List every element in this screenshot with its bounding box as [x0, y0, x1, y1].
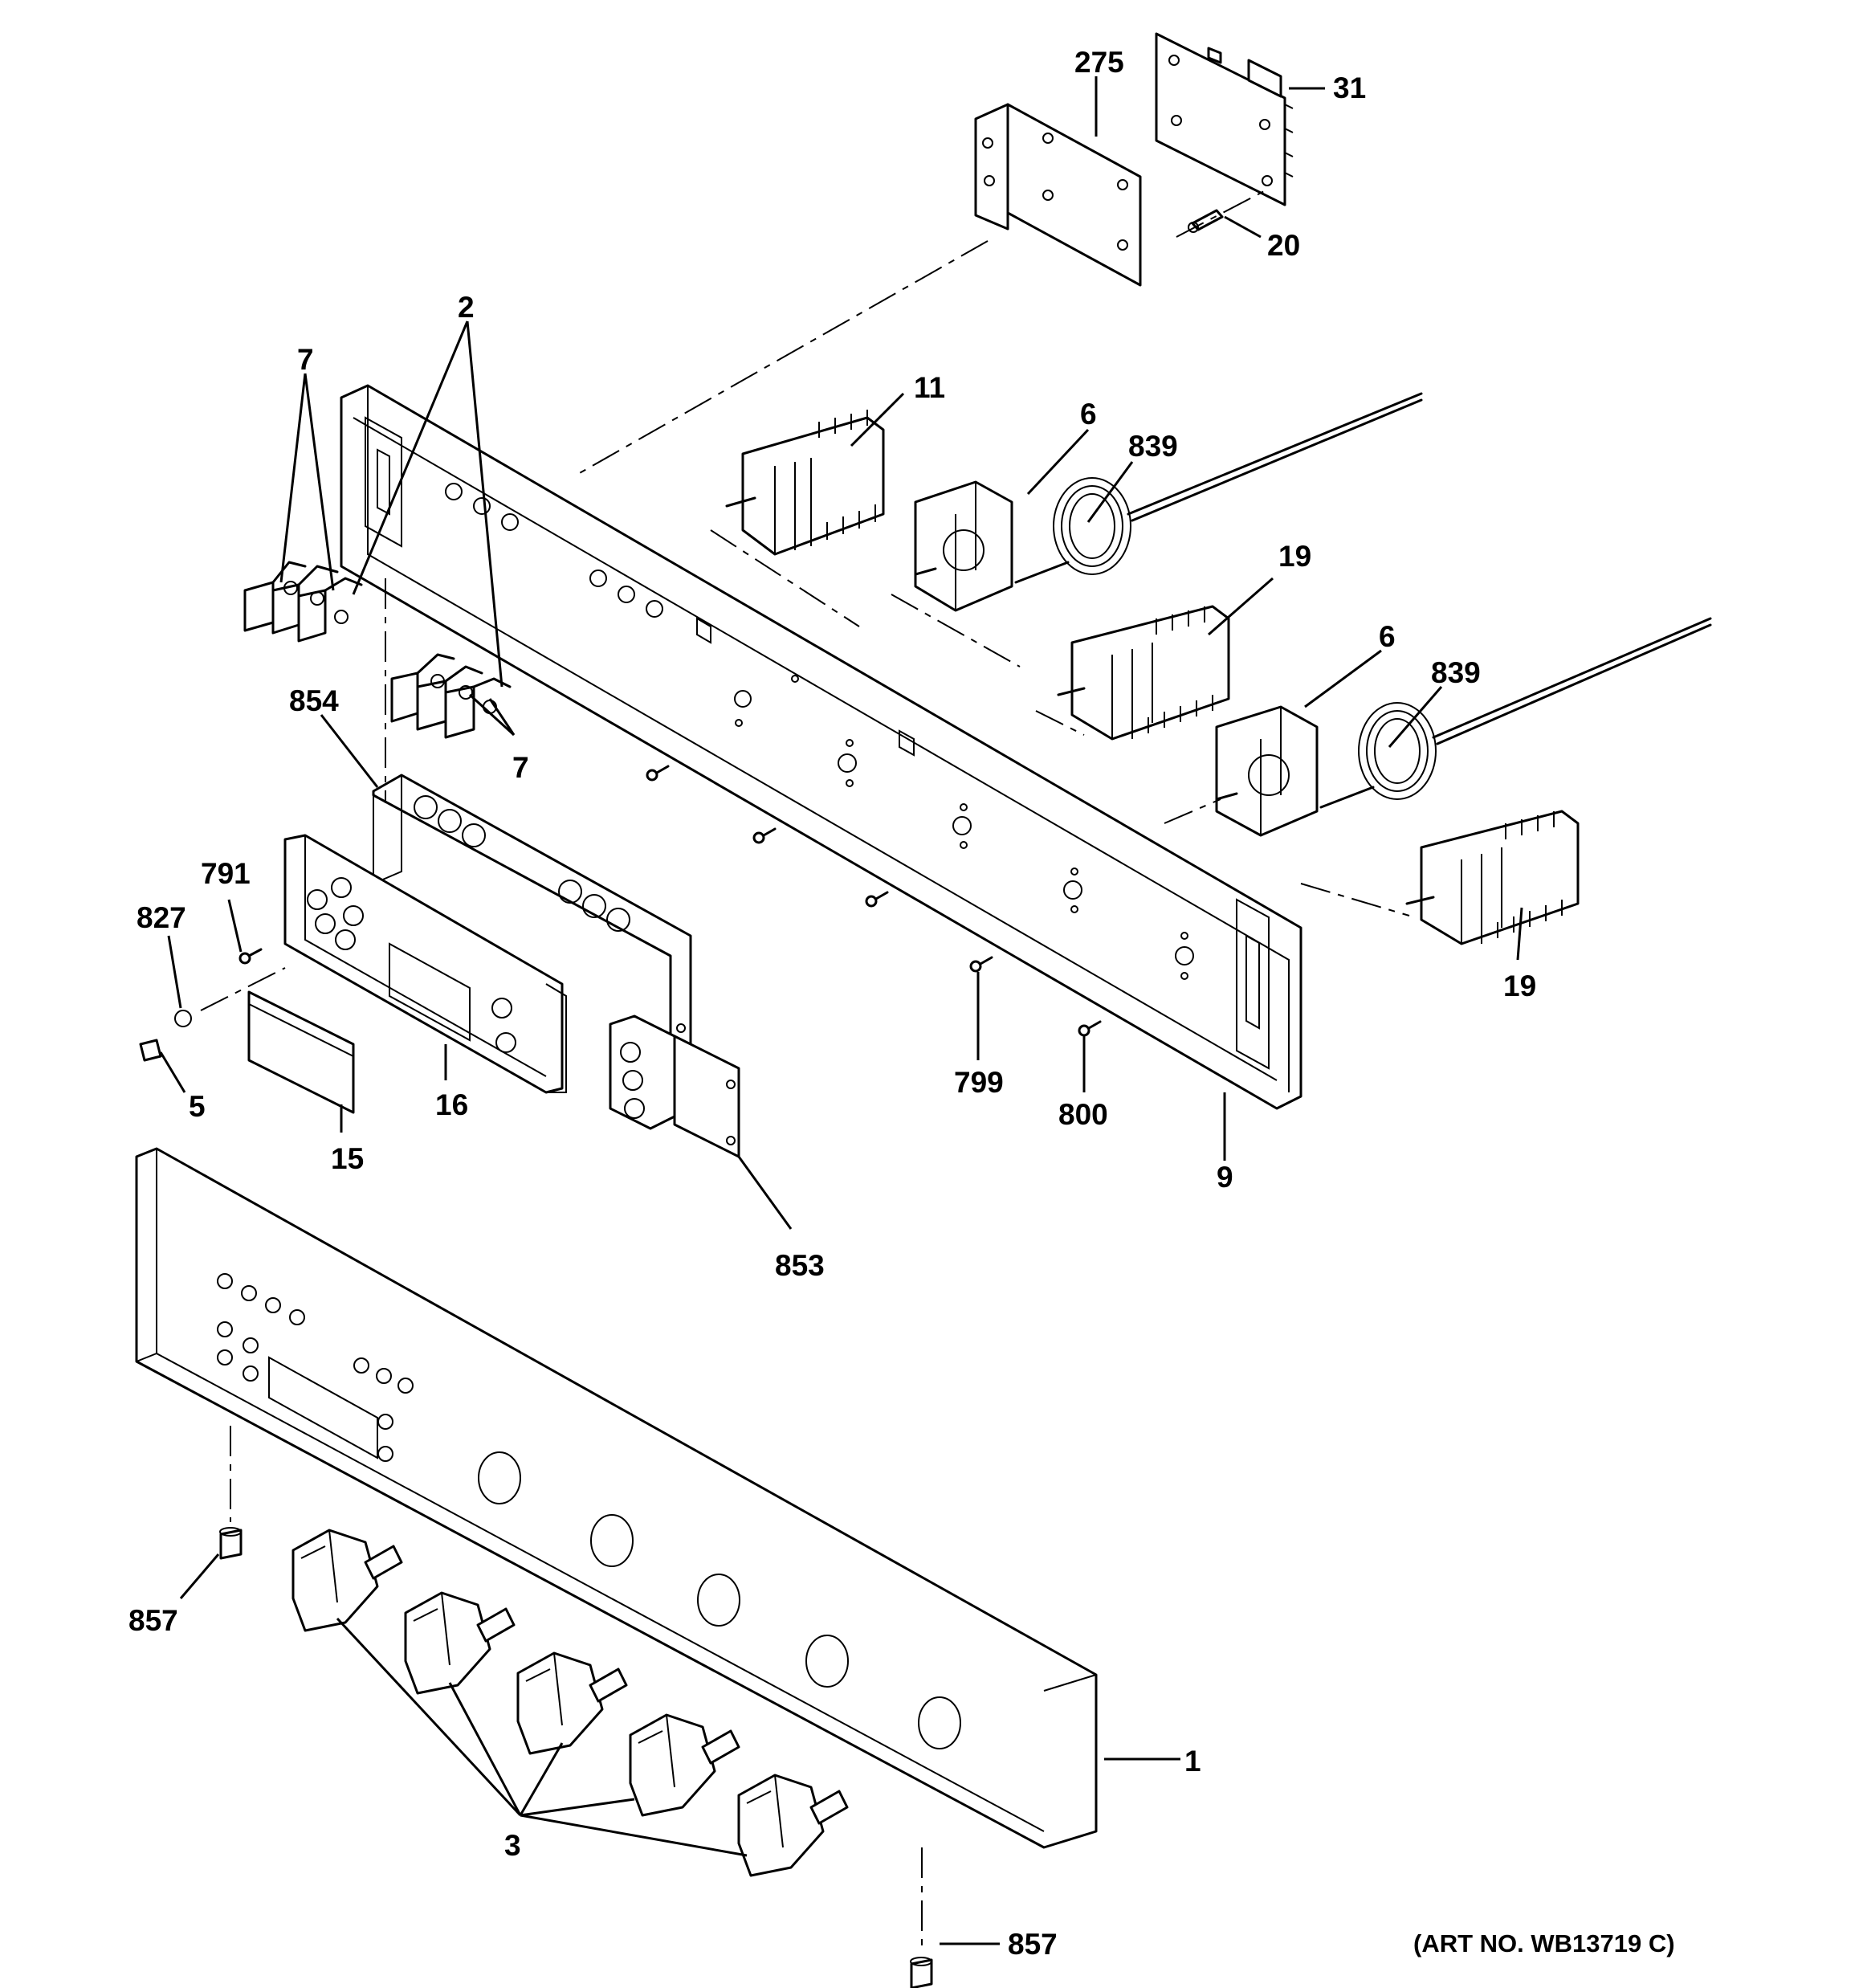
leader-lines — [159, 76, 1523, 1945]
assembly-line-bracket — [577, 240, 989, 475]
callout-857-bottom: 857 — [1008, 1928, 1058, 1961]
part-19-selector-switch-lower — [1405, 810, 1580, 945]
part-15-overlay — [247, 990, 355, 1114]
part-857-spacers — [219, 1426, 933, 1988]
part-11-selector-switch — [725, 410, 885, 556]
screws — [139, 765, 1102, 1062]
callout-800: 800 — [1058, 1098, 1108, 1131]
callout-9: 9 — [1217, 1161, 1233, 1194]
part-9-panel-frame — [340, 384, 1302, 1110]
callout-11: 11 — [914, 371, 945, 404]
callout-6-top: 6 — [1080, 398, 1097, 431]
callout-853: 853 — [775, 1249, 825, 1282]
callout-854: 854 — [289, 684, 339, 717]
callout-799: 799 — [954, 1066, 1004, 1099]
callout-6-bottom: 6 — [1379, 620, 1396, 653]
callout-16: 16 — [435, 1088, 468, 1121]
callout-2: 2 — [458, 291, 475, 324]
callout-19-bottom: 19 — [1503, 970, 1536, 1002]
callout-19-top: 19 — [1278, 540, 1311, 573]
callout-labels: 275 31 20 2 7 11 6 839 19 6 839 7 854 79… — [128, 46, 1675, 1961]
callout-827: 827 — [137, 901, 186, 934]
callout-7-bottom: 7 — [512, 751, 529, 784]
part-7-switches-left — [243, 561, 363, 643]
part-3-knobs — [291, 1529, 849, 1877]
part-6-thermostat-top — [914, 480, 1013, 612]
callout-7-top: 7 — [297, 343, 314, 376]
part-1-front-panel — [135, 1147, 1098, 1849]
part-6-thermostat-bottom — [1215, 705, 1319, 837]
callout-275: 275 — [1074, 46, 1124, 79]
callout-791: 791 — [201, 857, 251, 890]
part-275-bracket — [974, 103, 1142, 287]
callout-5: 5 — [189, 1090, 206, 1123]
part-7-switches-center — [390, 653, 512, 739]
callout-839-bottom: 839 — [1431, 656, 1481, 689]
art-number: (ART NO. WB13719 C) — [1413, 1929, 1675, 1957]
part-19-selector-switch-upper — [1057, 605, 1230, 741]
part-20-pin — [1176, 188, 1270, 238]
part-839-capillary-bottom — [1319, 617, 1712, 809]
part-853-bracket — [609, 1014, 740, 1158]
part-839-capillary-top — [1014, 392, 1423, 584]
callout-1: 1 — [1184, 1745, 1201, 1778]
callout-31: 31 — [1333, 71, 1366, 104]
callout-3: 3 — [504, 1829, 521, 1862]
part-31-control-board — [1155, 32, 1294, 206]
callout-839-top: 839 — [1128, 430, 1178, 463]
callout-857-left: 857 — [128, 1604, 178, 1637]
part-16-control-module — [283, 834, 567, 1094]
callout-20: 20 — [1267, 229, 1300, 262]
callout-15: 15 — [331, 1142, 364, 1175]
assembly-lines — [200, 529, 1410, 1011]
